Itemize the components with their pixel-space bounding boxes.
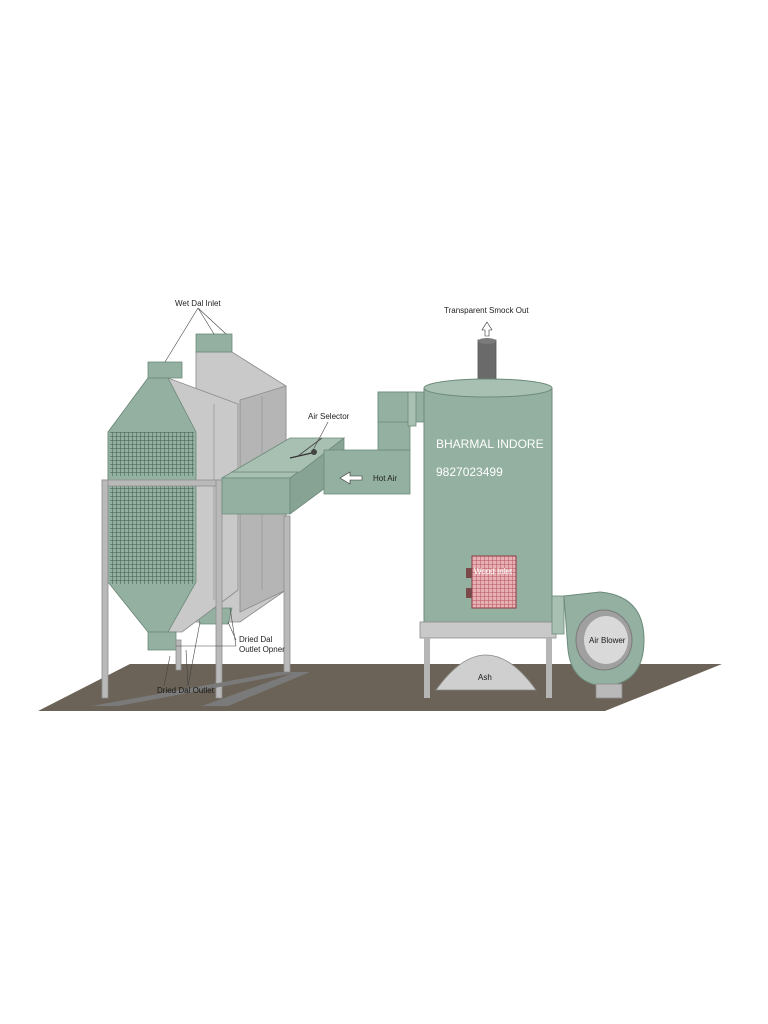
dryer-towers — [107, 333, 287, 651]
label-air-blower: Air Blower — [589, 636, 626, 645]
hot-air-duct — [220, 391, 427, 515]
label-dried-dal-outlet: Dried Dal Outlet — [157, 686, 215, 695]
label-ash: Ash — [478, 673, 492, 682]
label-wet-dal-inlet: Wet Dal Inlet — [175, 299, 221, 308]
label-dried-dal-outlet-opener-1: Dried Dal — [239, 635, 273, 644]
label-air-selector: Air Selector — [308, 412, 350, 421]
wood-inlet-door — [471, 555, 517, 609]
label-wood-inlet: Wood Inlet — [474, 567, 513, 576]
dryer-mesh-upper — [110, 432, 194, 476]
furnace — [419, 338, 557, 698]
dryer-mesh-lower — [110, 486, 194, 584]
label-transparent-smoke-out: Transparent Smock Out — [444, 306, 529, 315]
label-hot-air: Hot Air — [373, 474, 397, 483]
brand-name: BHARMAL INDORE — [436, 437, 544, 451]
ash-pile — [435, 654, 537, 691]
phone-number: 9827023499 — [436, 465, 503, 479]
leader-lines — [163, 307, 329, 687]
label-dried-dal-outlet-opener-2: Outlet Opner — [239, 645, 285, 654]
air-blower — [551, 591, 645, 699]
support-frame — [92, 479, 310, 706]
smoke-up-arrow-icon — [481, 321, 493, 337]
hot-air-arrow-icon — [339, 471, 363, 485]
